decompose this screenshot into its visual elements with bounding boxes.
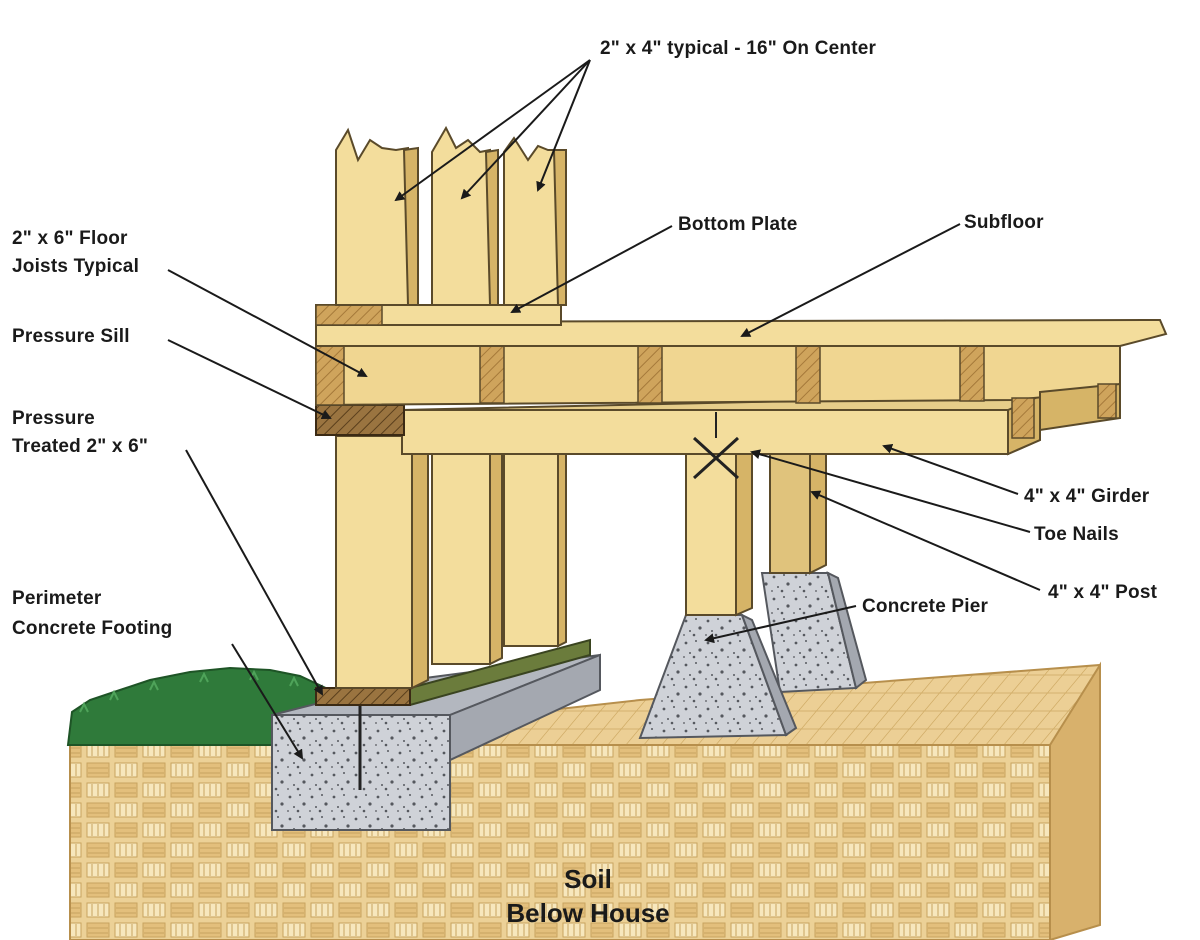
post-front [685, 447, 753, 617]
label-soil-line1: Soil [564, 864, 612, 894]
label-treated-line1: Pressure [12, 408, 95, 429]
label-joists-line1: 2" x 6" Floor [12, 228, 128, 249]
bottom-plate [315, 304, 562, 326]
girder [401, 384, 1041, 456]
label-bottom-plate: Bottom Plate [678, 214, 798, 235]
label-girder: 4" x 4" Girder [1024, 486, 1150, 507]
label-treated-line2: Treated 2" x 6" [12, 436, 148, 457]
label-subfloor: Subfloor [964, 212, 1044, 233]
label-joists-line2: Joists Typical [12, 256, 139, 277]
lower-studs [335, 435, 567, 690]
post-back [769, 447, 827, 575]
label-pier: Concrete Pier [862, 596, 989, 617]
upper-studs [335, 125, 567, 306]
label-studs: 2" x 4" typical - 16" On Center [600, 38, 877, 59]
callout-labels: 2" x 4" typical - 16" On Center Bottom P… [12, 38, 1158, 928]
label-soil-line2: Below House [506, 898, 669, 928]
concrete-pier-back [760, 571, 868, 694]
pressure-sill [315, 404, 405, 436]
label-post: 4" x 4" Post [1048, 582, 1158, 603]
label-footing-line2: Concrete Footing [12, 618, 172, 639]
leader-lines [167, 59, 1041, 760]
label-footing-line1: Perimeter [12, 588, 102, 609]
label-toe-nails: Toe Nails [1034, 524, 1119, 545]
grass [66, 666, 331, 746]
toe-nails [692, 412, 740, 480]
label-pressure-sill: Pressure Sill [12, 326, 130, 347]
soil-block [69, 661, 1101, 940]
